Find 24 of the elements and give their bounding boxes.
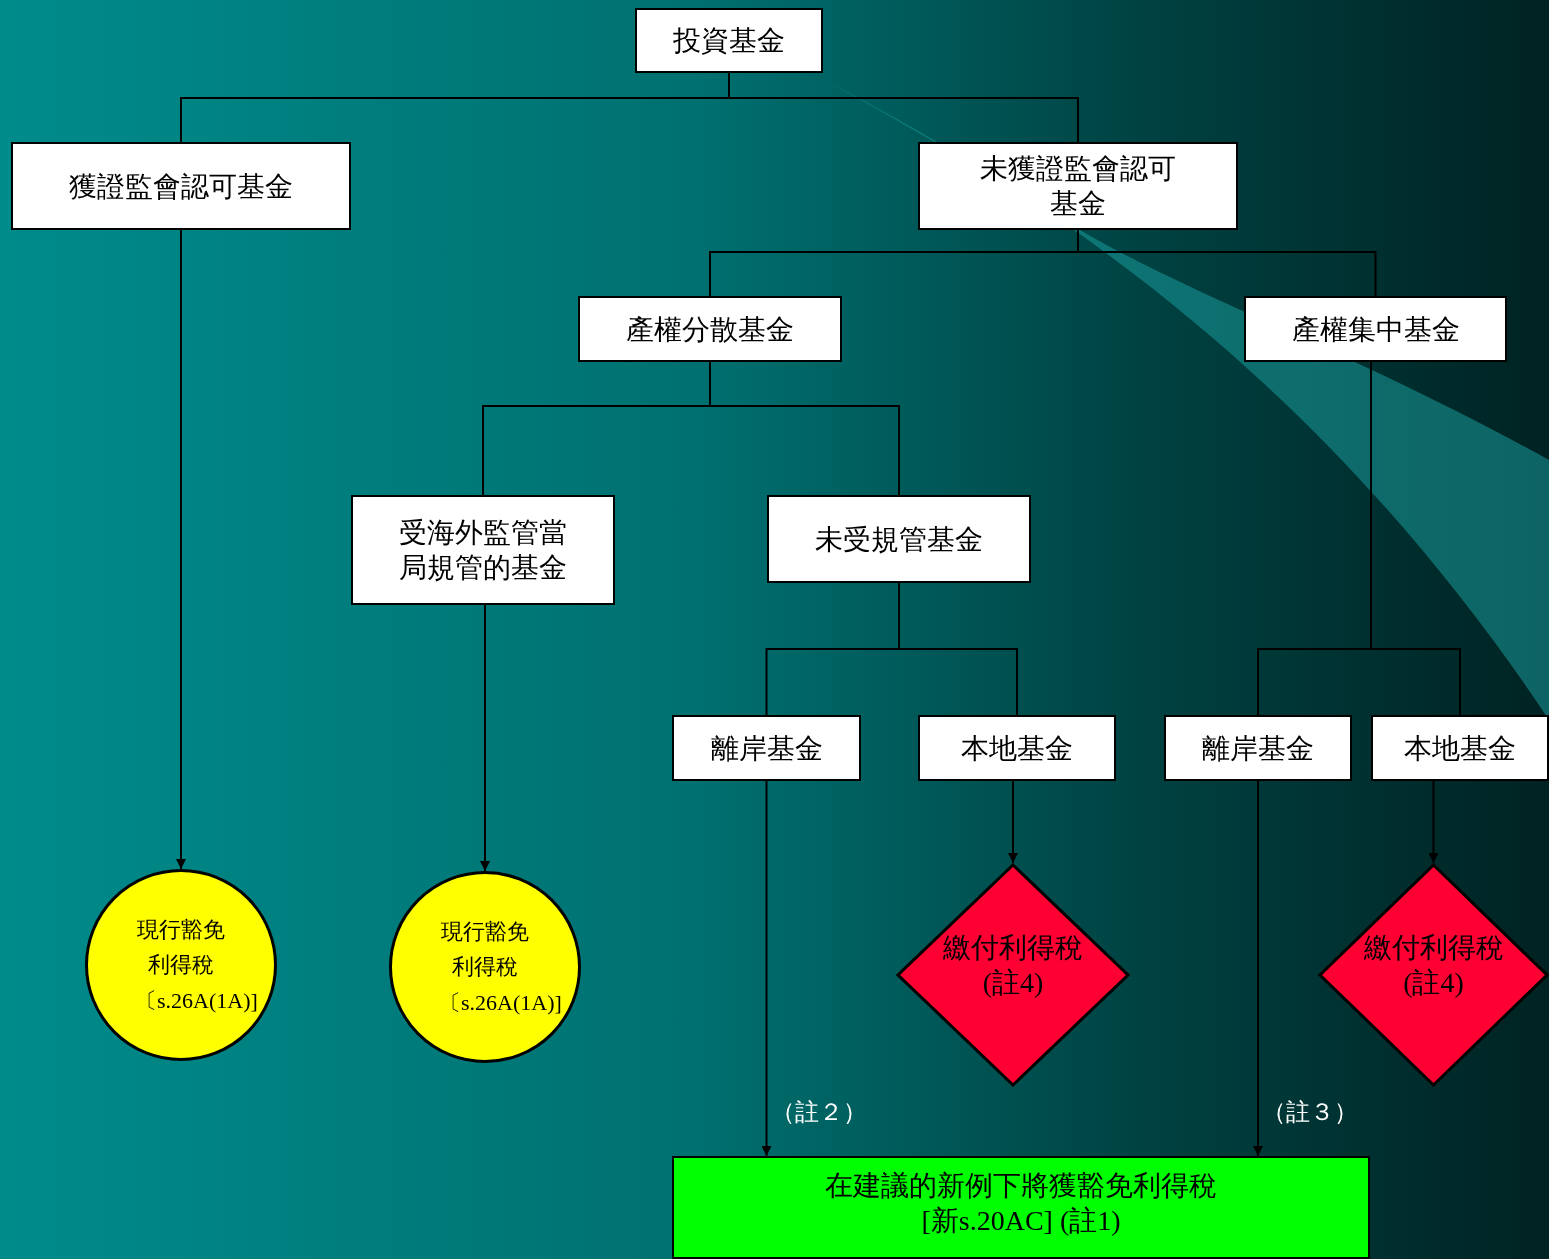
process-box: 本地基金 [1371,715,1549,781]
tax-diamond: 繳付利得稅(註4) [896,863,1130,1087]
process-box: 離岸基金 [1164,715,1352,781]
process-box: 離岸基金 [672,715,861,781]
process-box: 受海外監管當局規管的基金 [351,495,615,605]
process-box: 產權分散基金 [578,296,842,362]
process-box: 獲證監會認可基金 [11,142,351,230]
connector-line [1077,229,1377,297]
process-box: 未受規管基金 [767,495,1031,583]
process-box: 產權集中基金 [1244,296,1507,362]
arrow [761,780,772,1157]
arrow [1428,780,1439,864]
arrow [1253,780,1263,1157]
edge-label: （註２） [770,1098,867,1127]
result-box: 在建議的新例下將獲豁免利得稅[新s.20AC] (註1) [672,1156,1370,1259]
arrow [480,604,490,872]
edge-label: （註３） [1262,1098,1358,1127]
arrow [1008,780,1018,864]
arrow [176,229,186,870]
process-box: 投資基金 [635,8,823,73]
process-box: 未獲證監會認可基金 [918,142,1238,230]
process-box: 本地基金 [918,715,1116,781]
tax-diamond: 繳付利得稅(註4) [1318,863,1549,1087]
connector-line [898,582,1018,716]
